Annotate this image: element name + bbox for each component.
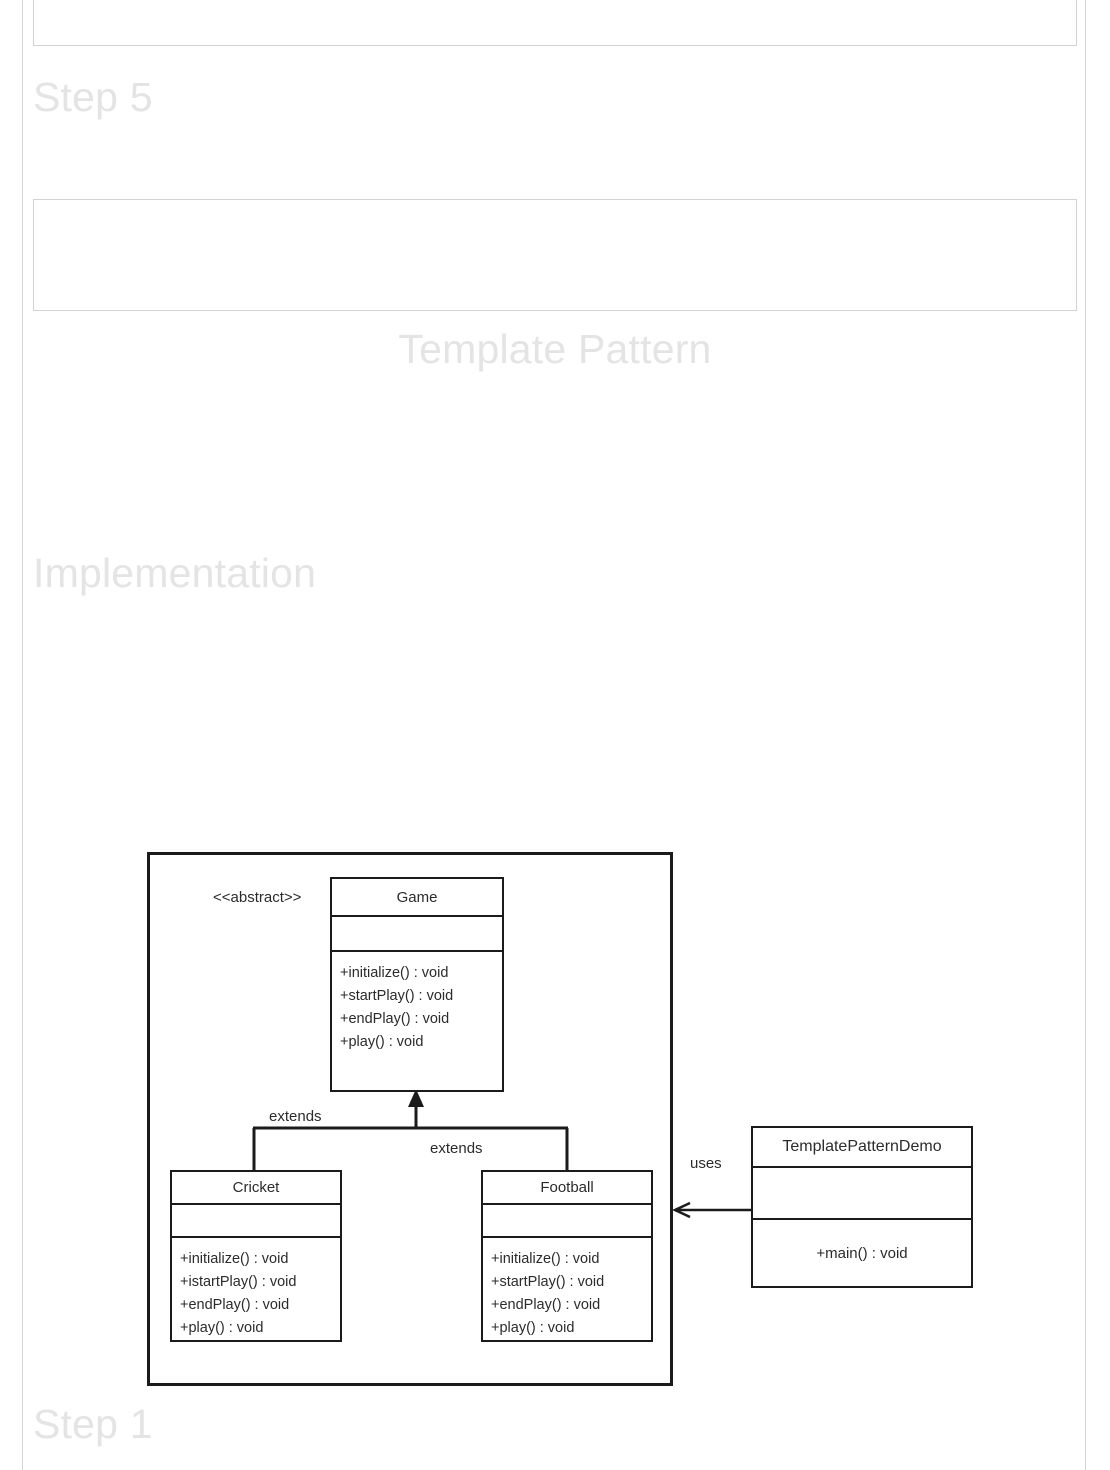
uses-arrowhead: [672, 1201, 691, 1219]
uml-class-cricket-name: Cricket: [172, 1172, 340, 1205]
operation-row: +startPlay() : void: [491, 1274, 605, 1290]
inheritance-arrowhead: [408, 1089, 424, 1107]
operation-row: +startPlay() : void: [340, 988, 454, 1004]
diagram-package-frame: [147, 852, 673, 1386]
uml-class-football-attributes: [483, 1205, 651, 1238]
heading-implementation: Implementation: [33, 550, 317, 596]
operation-row: +initialize() : void: [180, 1251, 289, 1267]
operation-row: +initialize() : void: [340, 965, 449, 981]
relationship-label-uses: uses: [687, 1155, 725, 1172]
heading-step-5: Step 5: [33, 74, 153, 120]
uml-class-demo-attributes: [753, 1168, 971, 1220]
uml-class-demo-operations: +main() : void: [753, 1220, 971, 1286]
uml-class-game-attributes: [332, 917, 502, 952]
page-left-border: [22, 0, 23, 1470]
uml-class-demo-name: TemplatePatternDemo: [753, 1128, 971, 1168]
uml-class-cricket-operations: +initialize() : void +istartPlay() : voi…: [172, 1238, 340, 1340]
relationship-label-extends-cricket: extends: [266, 1108, 325, 1125]
uml-class-football[interactable]: Football +initialize() : void +startPlay…: [481, 1170, 653, 1342]
operation-row: +play() : void: [180, 1320, 264, 1336]
content-block-top: [33, 0, 1077, 46]
uml-class-game-operations: +initialize() : void +startPlay() : void…: [332, 952, 502, 1090]
heading-step-1: Step 1: [33, 1401, 153, 1447]
uml-class-game[interactable]: Game +initialize() : void +startPlay() :…: [330, 877, 504, 1092]
operation-row: +istartPlay() : void: [180, 1274, 297, 1290]
content-block-middle: [33, 199, 1077, 311]
operation-row: +endPlay() : void: [491, 1297, 601, 1313]
uml-class-football-operations: +initialize() : void +startPlay() : void…: [483, 1238, 651, 1340]
stereotype-abstract-label: <<abstract>>: [213, 889, 302, 906]
uml-class-football-name: Football: [483, 1172, 651, 1205]
operation-row: +play() : void: [491, 1320, 575, 1336]
uml-class-game-name: Game: [332, 879, 502, 917]
operation-row: +initialize() : void: [491, 1251, 600, 1267]
page-title: Template Pattern: [398, 326, 712, 372]
operation-row: +play() : void: [340, 1034, 424, 1050]
operation-row: +main() : void: [816, 1244, 908, 1262]
operation-row: +endPlay() : void: [180, 1297, 290, 1313]
page-right-border: [1085, 0, 1086, 1470]
operation-row: +endPlay() : void: [340, 1011, 450, 1027]
uml-class-template-pattern-demo[interactable]: TemplatePatternDemo +main() : void: [751, 1126, 973, 1288]
uml-class-cricket[interactable]: Cricket +initialize() : void +istartPlay…: [170, 1170, 342, 1342]
uml-class-cricket-attributes: [172, 1205, 340, 1238]
relationship-label-extends-football: extends: [427, 1140, 486, 1157]
